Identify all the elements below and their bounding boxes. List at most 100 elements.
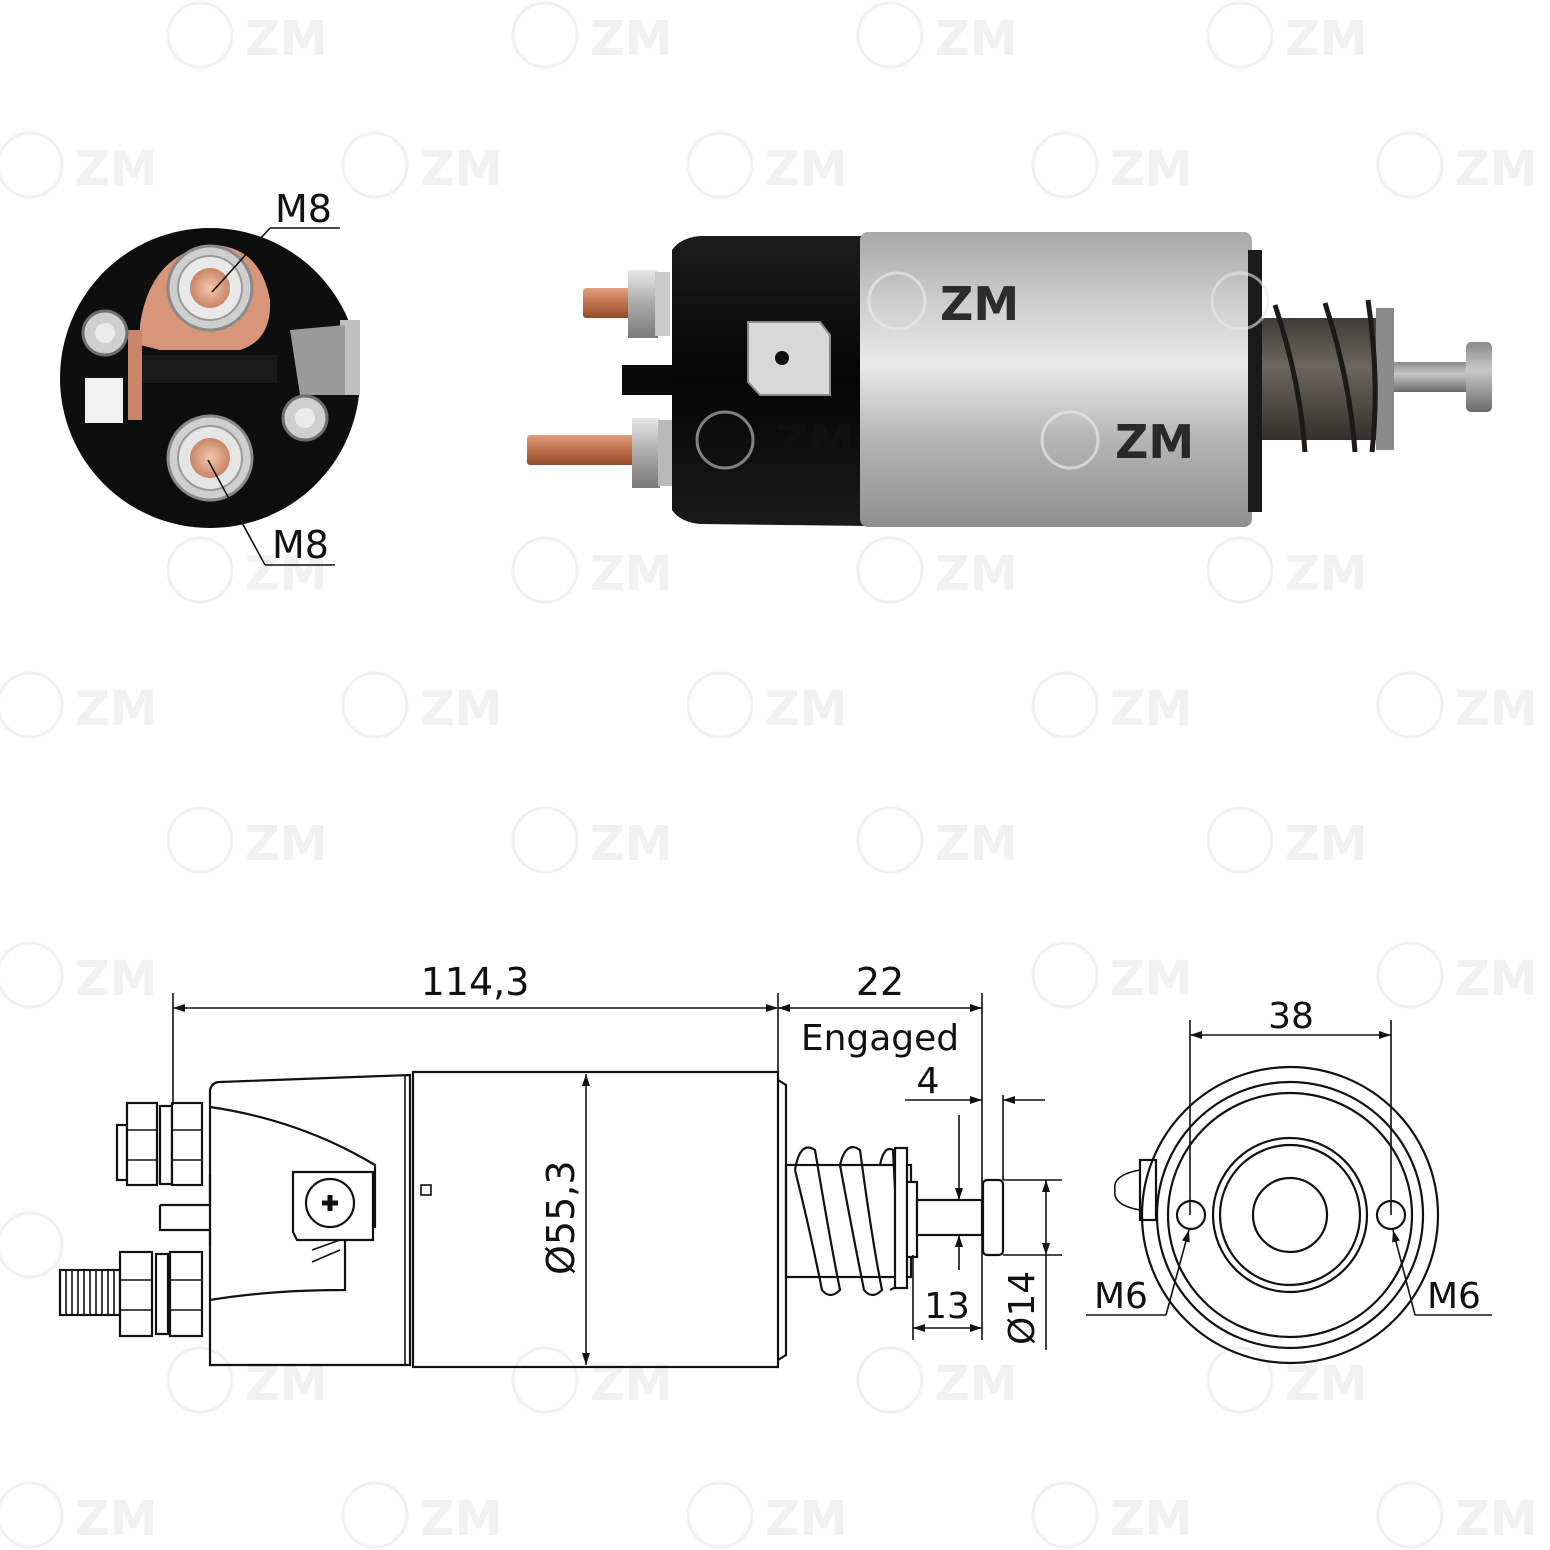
plunger-travel-label: 22 (856, 960, 904, 1004)
top-m8-label: M8 (275, 187, 332, 231)
svg-text:ZM: ZM (420, 141, 503, 197)
dim-body-diameter: Ø55,3 (539, 1074, 590, 1365)
svg-text:ZM: ZM (1285, 1356, 1368, 1412)
plunger-travel-note: Engaged (801, 1018, 959, 1059)
divider-ridge (142, 355, 277, 383)
plunger-spring-drawing (784, 1146, 1005, 1297)
watermark-row: ZM ZM ZM ZM (166, 536, 1368, 604)
svg-text:ZM: ZM (590, 546, 673, 602)
svg-text:ZM: ZM (75, 141, 158, 197)
body-diameter-label: Ø55,3 (539, 1160, 583, 1275)
svg-text:ZM: ZM (1455, 951, 1538, 1007)
return-spring (1272, 299, 1378, 453)
watermark-row: ZM ZM ZM ZM (0, 1211, 1368, 1414)
technical-drawing-side: 114,3 22 Engaged 4 13 (58, 960, 1062, 1369)
watermark-row: ZM ZM ZM ZM (166, 806, 1368, 874)
svg-text:ZM: ZM (1110, 951, 1193, 1007)
svg-text:ZM: ZM (420, 681, 503, 737)
svg-text:ZM: ZM (1455, 681, 1538, 737)
right-m6-callout: M6 (1392, 1229, 1492, 1317)
svg-text:ZM: ZM (75, 951, 158, 1007)
screw-head (95, 323, 115, 343)
watermark-row: ZM ZM ZM ZM ZM (0, 1481, 1538, 1549)
upper-copper-stud (583, 288, 635, 318)
head-diameter-label: Ø14 (1002, 1271, 1043, 1345)
left-m6-callout: M6 (1086, 1229, 1190, 1317)
svg-text:ZM: ZM (1285, 546, 1368, 602)
svg-text:ZM: ZM (590, 816, 673, 872)
svg-text:ZM: ZM (940, 277, 1019, 331)
insulator-block (85, 378, 123, 423)
svg-text:ZM: ZM (1115, 415, 1194, 469)
svg-text:ZM: ZM (75, 1491, 158, 1547)
front-view-circles (1140, 1065, 1440, 1365)
svg-text:ZM: ZM (765, 1491, 848, 1547)
plunger-head (1466, 342, 1492, 412)
svg-text:ZM: ZM (245, 11, 328, 67)
top-terminal-stud (166, 244, 254, 332)
svg-text:ZM: ZM (1455, 141, 1538, 197)
housing-outline-drawing (411, 1070, 788, 1369)
housing-end-ring (1248, 250, 1262, 512)
front-view-terminal-stub (1113, 1158, 1158, 1222)
watermark-row: ZM ZM ZM ZM ZM (0, 131, 1538, 199)
svg-text:ZM: ZM (935, 546, 1018, 602)
svg-text:ZM: ZM (1110, 681, 1193, 737)
lower-copper-stud (527, 435, 642, 465)
terminal-connector (290, 325, 345, 395)
top-m8-callout: M8 (211, 187, 340, 293)
bottom-m8-label: M8 (272, 523, 329, 567)
svg-text:ZM: ZM (765, 681, 848, 737)
bottom-terminal-stud (166, 414, 254, 502)
steel-housing (860, 232, 1252, 527)
cap-outline-drawing (158, 1073, 412, 1367)
plunger-pin (1394, 362, 1476, 392)
svg-text:ZM: ZM (590, 11, 673, 67)
mount-spacing-label: 38 (1268, 996, 1314, 1037)
spade-hole (775, 351, 789, 365)
svg-text:ZM: ZM (420, 1491, 503, 1547)
dim-head-width: 4 (905, 1061, 1045, 1180)
upper-washer (655, 272, 670, 336)
svg-text:ZM: ZM (245, 816, 328, 872)
svg-text:ZM: ZM (935, 1356, 1018, 1412)
screw-head (295, 408, 315, 428)
svg-text:ZM: ZM (75, 681, 158, 737)
svg-text:ZM: ZM (775, 415, 854, 469)
svg-text:ZM: ZM (1455, 1491, 1538, 1547)
side-view-photo: ZM ZM ZM (527, 232, 1492, 527)
dim-mount-spacing: 38 (1189, 996, 1392, 1215)
photo-watermarks: ZM ZM ZM (695, 271, 1270, 470)
technical-drawing-front: 38 M6 M6 (1086, 996, 1492, 1365)
head-width-label: 4 (917, 1061, 940, 1102)
lower-terminal-drawing (58, 1250, 204, 1338)
svg-text:ZM: ZM (935, 11, 1018, 67)
right-m6-label: M6 (1427, 1276, 1481, 1317)
left-m6-label: M6 (1094, 1276, 1148, 1317)
overall-length-label: 114,3 (421, 960, 530, 1004)
lower-washer (658, 420, 672, 486)
end-view-photo: M8 M8 (60, 187, 360, 567)
svg-text:ZM: ZM (245, 546, 328, 602)
spade-terminal (747, 321, 831, 396)
bottom-m8-callout: M8 (207, 459, 335, 567)
dim-overall-length: 114,3 (172, 960, 779, 1105)
dim-head-diameter: Ø14 (1002, 1179, 1062, 1350)
dim-shaft-length: 13 (912, 1255, 983, 1340)
lower-nut (632, 418, 660, 488)
cap-tab (622, 365, 672, 395)
upper-nut (628, 270, 658, 338)
svg-text:ZM: ZM (1285, 816, 1368, 872)
svg-text:ZM: ZM (1110, 141, 1193, 197)
watermark-row: ZM ZM ZM (0, 941, 1538, 1009)
svg-text:ZM: ZM (1110, 1491, 1193, 1547)
plunger-flange (1376, 308, 1394, 450)
plunger-body (1262, 318, 1382, 440)
upper-terminal-drawing (115, 1101, 204, 1187)
copper-strap (128, 330, 142, 420)
svg-text:ZM: ZM (765, 141, 848, 197)
svg-text:ZM: ZM (1285, 11, 1368, 67)
shaft-length-label: 13 (924, 1286, 970, 1327)
